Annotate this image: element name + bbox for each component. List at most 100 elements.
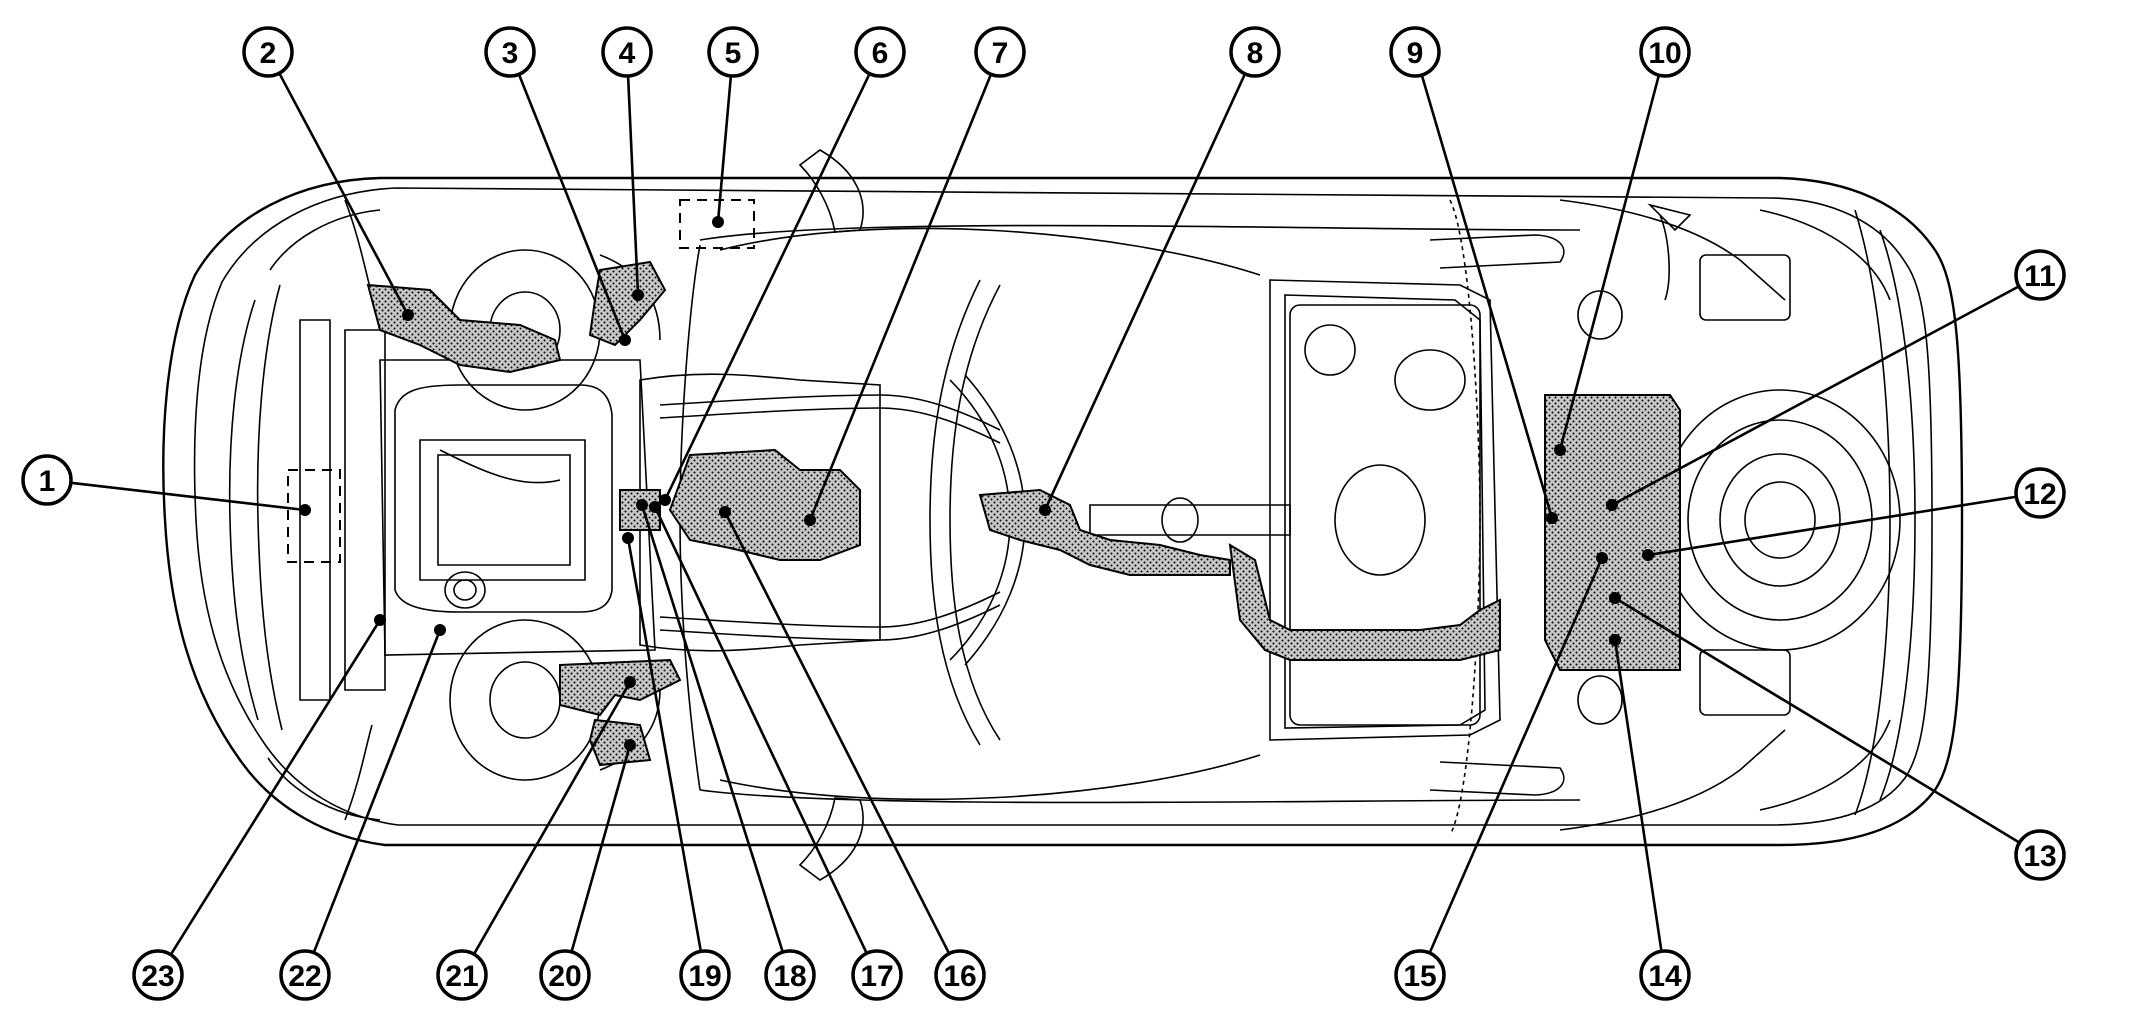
callout-circle-1 [21,454,73,506]
callout-number-14: 14 [1648,960,1682,993]
callout-11: 11 [2014,249,2066,301]
callout-circle-3 [484,26,536,78]
callout-circle-20 [539,949,591,1001]
callout-19: 19 [679,949,731,1001]
callout-12: 12 [2014,467,2066,519]
callout-circle-19 [679,949,731,1001]
callout-14: 14 [1639,949,1691,1001]
leader-dot-5 [712,216,724,228]
callout-number-5: 5 [725,37,742,70]
callout-number-8: 8 [1247,37,1264,70]
callout-number-3: 3 [502,37,519,70]
leader-line-6 [663,73,871,501]
callout-22: 22 [279,949,331,1001]
leader-dot-13 [1609,592,1621,604]
dashed-component-box-1 [287,469,341,563]
callout-10: 10 [1639,26,1691,78]
callout-circle-11 [2014,249,2066,301]
callout-number-11: 11 [2024,260,2056,293]
leader-line-11 [1611,285,2020,507]
callout-number-17: 17 [860,960,893,993]
callout-circle-6 [854,26,906,78]
leader-line-13 [1614,596,2021,844]
leader-dot-22 [434,624,446,636]
callout-number-1: 1 [39,465,56,498]
callout-6: 6 [854,26,906,78]
leader-dot-16 [719,506,731,518]
callout-circle-7 [974,26,1026,78]
leader-line-15 [1428,557,1604,954]
callout-number-13: 13 [2023,840,2056,873]
leader-line-4 [626,75,640,296]
callout-circle-4 [601,26,653,78]
callout-number-23: 23 [141,960,174,993]
leader-line-12 [1647,495,2017,557]
leader-line-21 [472,681,632,955]
callout-circle-16 [934,949,986,1001]
callout-circle-8 [1229,26,1281,78]
callout-number-7: 7 [992,37,1009,70]
dashed-component-box-5 [679,199,755,249]
leader-line-23 [169,619,382,956]
leader-line-16 [723,511,951,955]
callout-number-18: 18 [773,960,806,993]
callout-leader-lines [70,72,2021,956]
leader-line-1 [70,481,306,512]
leader-line-5 [716,75,733,223]
leader-dot-15 [1596,552,1608,564]
callout-number-2: 2 [260,37,277,70]
callout-20: 20 [539,949,591,1001]
callout-16: 16 [934,949,986,1001]
leader-dot-9 [1546,512,1558,524]
callout-13: 13 [2014,829,2066,881]
leader-line-14 [1613,639,1663,952]
leader-dot-7 [804,514,816,526]
callout-17: 17 [851,949,903,1001]
leader-line-20 [570,744,632,953]
leader-line-3 [517,73,627,341]
leader-dot-6 [659,494,671,506]
callout-3: 3 [484,26,536,78]
leader-dot-12 [1642,549,1654,561]
callout-number-19: 19 [688,960,721,993]
callout-number-4: 4 [619,37,636,70]
callout-2: 2 [242,26,294,78]
leader-line-9 [1420,74,1554,519]
callout-circle-15 [1394,949,1446,1001]
leader-dot-14 [1609,634,1621,646]
leader-dot-1 [299,504,311,516]
callout-number-15: 15 [1403,960,1436,993]
callout-9: 9 [1389,26,1441,78]
callout-18: 18 [764,949,816,1001]
leader-dot-8 [1039,504,1051,516]
callout-5: 5 [707,26,759,78]
leader-dot-23 [374,614,386,626]
callout-15: 15 [1394,949,1446,1001]
callout-number-10: 10 [1648,37,1681,70]
callout-circle-17 [851,949,903,1001]
callout-circle-14 [1639,949,1691,1001]
leader-dot-20 [624,739,636,751]
callout-circle-2 [242,26,294,78]
callout-circle-22 [279,949,331,1001]
leader-line-19 [626,537,703,952]
callout-circle-12 [2014,467,2066,519]
callout-circle-21 [436,949,488,1001]
car-body-outline [162,149,1964,881]
leader-line-2 [278,72,410,316]
callout-circle-5 [707,26,759,78]
callout-7: 7 [974,26,1026,78]
callout-number-6: 6 [872,37,889,70]
callout-8: 8 [1229,26,1281,78]
callout-number-12: 12 [2023,478,2056,511]
leader-dot-17 [649,501,661,513]
leader-line-10 [1558,74,1661,451]
leader-dot-2 [402,309,414,321]
leader-dot-3 [619,334,631,346]
leader-dot-11 [1606,499,1618,511]
leader-dot-18 [636,499,648,511]
callout-4: 4 [601,26,653,78]
callout-circle-18 [764,949,816,1001]
callout-1: 1 [21,454,73,506]
